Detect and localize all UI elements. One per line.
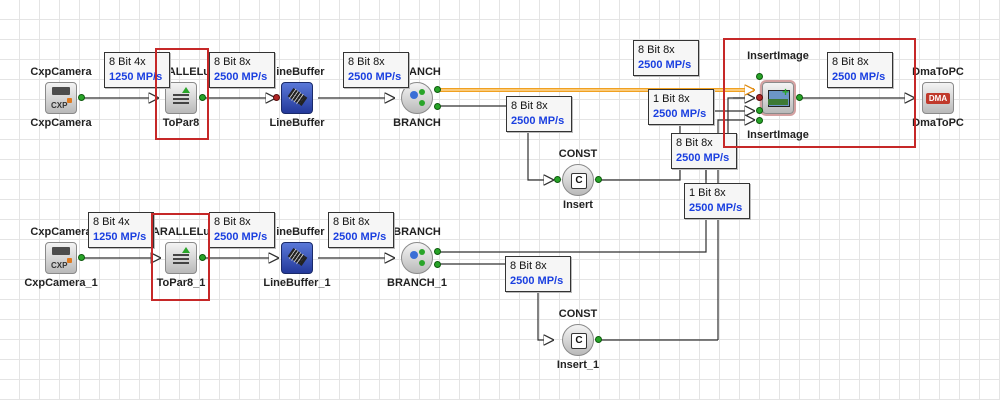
memory-chip-icon[interactable]: [281, 82, 313, 114]
operator-type-label: CONST: [558, 308, 598, 320]
operator-type-label: InsertImage: [747, 50, 809, 62]
output-port[interactable]: [796, 94, 803, 101]
operator-type-label: CxpCamera: [30, 226, 92, 238]
wire: [437, 105, 553, 180]
camera-icon[interactable]: CXP: [45, 242, 77, 274]
memory-chip-icon[interactable]: [281, 242, 313, 274]
operator-name-label: CxpCamera: [30, 117, 92, 129]
selection-highlight-box: [151, 213, 210, 301]
operator-name-label: DmaToPC: [912, 117, 964, 129]
selection-highlight-box: [723, 38, 916, 148]
output-port[interactable]: [434, 248, 441, 255]
camera-icon[interactable]: CXP: [45, 82, 77, 114]
input-port[interactable]: [273, 94, 280, 101]
selection-highlight-box: [155, 48, 209, 140]
operator-type-label: LineBuffer: [269, 226, 325, 238]
operator-name-label: BRANCH_1: [387, 277, 447, 289]
parallel-icon[interactable]: [165, 82, 197, 114]
output-port[interactable]: [434, 261, 441, 268]
branch-icon[interactable]: [401, 242, 433, 274]
input-port[interactable]: [756, 94, 763, 101]
operator-name-label: InsertImage: [747, 129, 809, 141]
operator-name-label: CxpCamera_1: [24, 277, 98, 289]
operator-name-label: LineBuffer_1: [263, 277, 331, 289]
output-port[interactable]: [595, 176, 602, 183]
operator-name-label: LineBuffer: [269, 117, 325, 129]
output-port[interactable]: [78, 254, 85, 261]
operator-type-label: DmaToPC: [912, 66, 964, 78]
input-port[interactable]: [756, 107, 763, 114]
operator-name-label: ToPar8_1: [156, 277, 206, 289]
dma-icon[interactable]: DMA: [922, 82, 954, 114]
output-port[interactable]: [199, 254, 206, 261]
const-icon[interactable]: C: [562, 164, 594, 196]
const-icon[interactable]: C: [562, 324, 594, 356]
insert-image-icon[interactable]: +: [762, 82, 794, 114]
input-port[interactable]: [756, 73, 763, 80]
output-port[interactable]: [78, 94, 85, 101]
operator-type-label: LineBuffer: [269, 66, 325, 78]
operator-type-label: BRANCH: [393, 226, 441, 238]
output-port[interactable]: [199, 94, 206, 101]
operator-name-label: Insert_1: [556, 359, 600, 371]
output-port[interactable]: [434, 86, 441, 93]
output-port[interactable]: [434, 103, 441, 110]
operator-name-label: BRANCH: [393, 117, 441, 129]
operator-type-label: CxpCamera: [30, 66, 92, 78]
input-port[interactable]: [756, 117, 763, 124]
operator-name-label: Insert: [563, 199, 593, 211]
input-port[interactable]: [554, 176, 561, 183]
wire: [717, 120, 754, 340]
operator-type-label: CONST: [558, 148, 598, 160]
wire: [436, 140, 707, 253]
operator-name-label: ToPar8: [162, 117, 200, 129]
wire: [437, 263, 553, 340]
parallel-icon[interactable]: [165, 242, 197, 274]
operator-type-label: ARALLELu: [151, 226, 211, 238]
output-port[interactable]: [595, 336, 602, 343]
